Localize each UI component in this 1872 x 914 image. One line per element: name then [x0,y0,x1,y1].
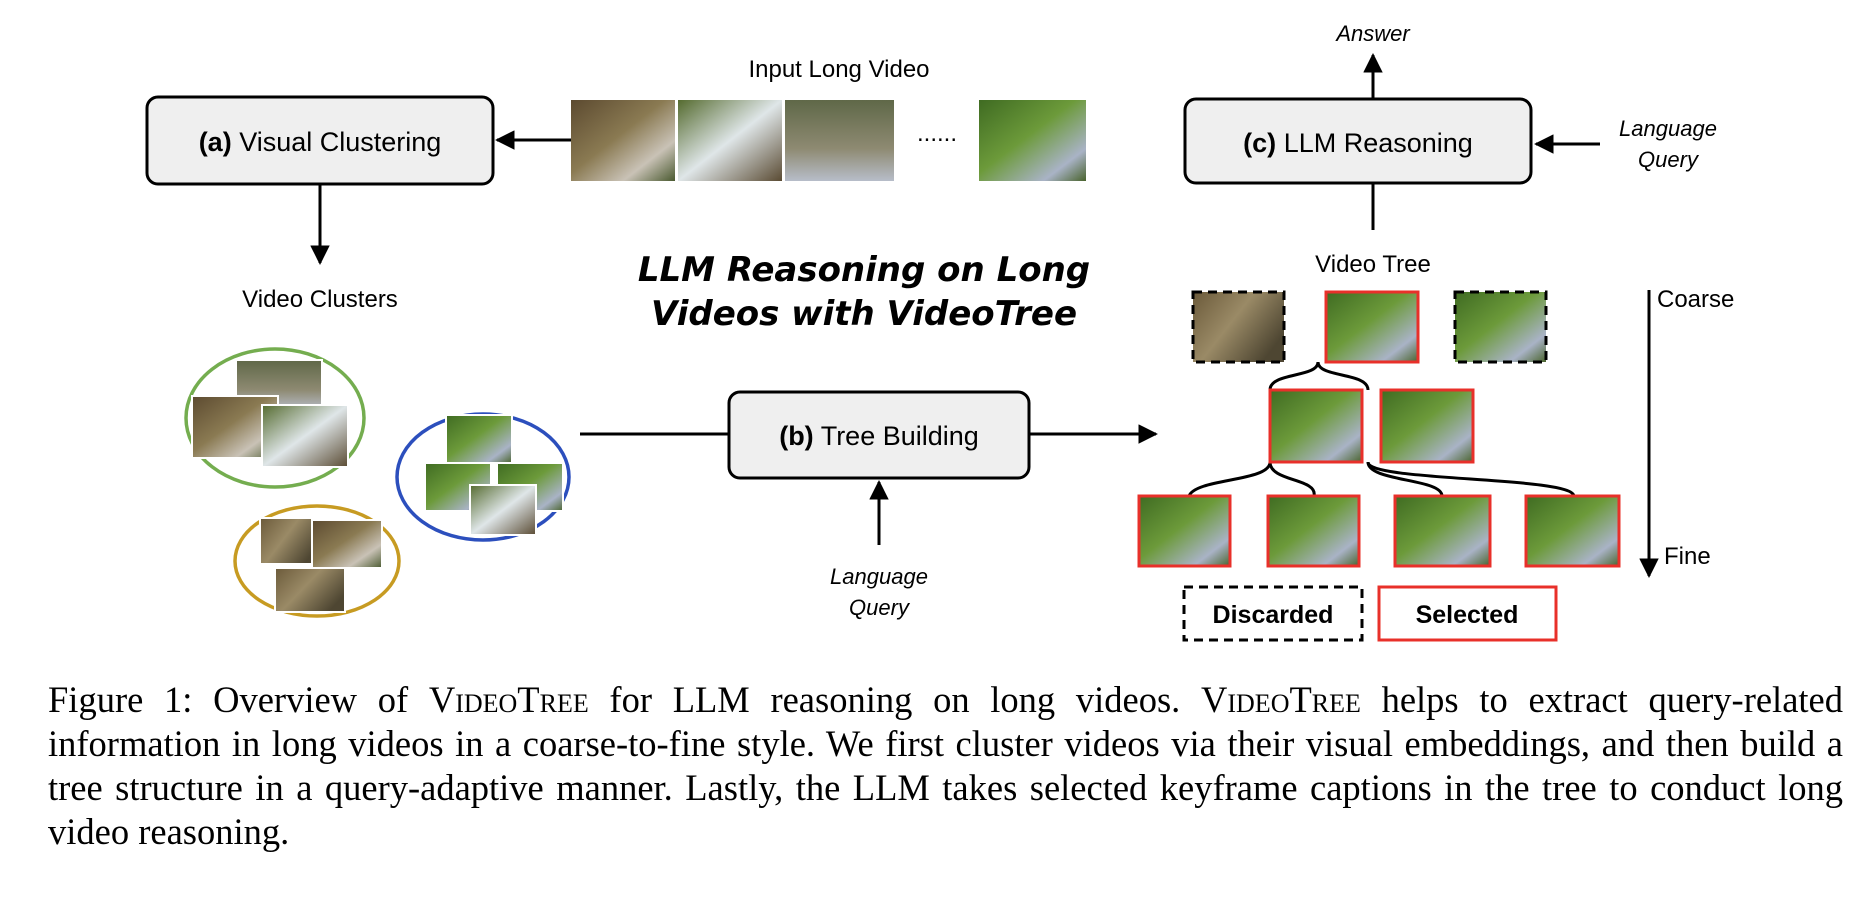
legend-selected-label: Selected [1416,601,1519,629]
tree-node-discarded-1 [1191,290,1286,364]
tree-building-tag: (b) [779,421,813,451]
video-tree-label: Video Tree [1315,251,1431,278]
svg-text:(b) Tree Building: (b) Tree Building [779,421,979,451]
videotree-diagram: (a) Visual Clustering Input Long Video .… [145,21,1734,642]
tree-edges [1187,361,1576,497]
visual-clustering-name: Visual Clustering [239,127,441,157]
tree-node-selected-leaf-1 [1137,494,1232,568]
visual-clustering-tag: (a) [199,127,232,157]
caption-part-3: helps to extract query-related informati… [48,679,1843,852]
legend-selected: Selected [1377,585,1558,642]
llm-reasoning-tag: (c) [1243,128,1276,158]
tree-node-selected-leaf-3 [1393,494,1492,568]
tree-query-line-1: Language [830,564,928,589]
cluster-gold [233,504,401,618]
input-frame-4 [979,100,1086,181]
caption-part-2: for LLM reasoning on long videos. [588,679,1202,720]
caption-name-2: VideoTree [1201,679,1361,720]
svg-text:(c) LLM Reasoning: (c) LLM Reasoning [1243,128,1473,158]
frames-ellipsis: ...... [917,120,957,147]
answer-label: Answer [1334,21,1411,46]
tree-node-selected-mid-2 [1379,388,1475,464]
tree-node-discarded-2 [1453,290,1548,364]
input-video-frames [571,100,1086,181]
tree-node-selected-mid-1 [1268,388,1364,464]
caption-part-1: Figure 1: Overview of [48,679,429,720]
svg-text:(a) Visual Clustering: (a) Visual Clustering [199,127,442,157]
tree-node-selected-root [1324,290,1420,364]
llm-reasoning-box: (c) LLM Reasoning [1183,97,1533,185]
tagline-line-2: Videos with VideoTree [651,294,1077,334]
caption-name-1: VideoTree [428,679,589,720]
cluster-blue [395,412,571,542]
input-frame-3 [785,100,894,181]
video-clusters-label: Video Clusters [242,286,398,313]
tree-node-selected-leaf-2 [1266,494,1361,568]
tree-building-box: (b) Tree Building [727,390,1031,480]
tree-query-line-2: Query [849,595,911,620]
tree-building-name: Tree Building [821,421,979,451]
cluster-green [184,347,366,489]
input-long-video-label: Input Long Video [748,56,929,83]
input-frame-2 [678,100,782,181]
figure-caption: Figure 1: Overview of VideoTree for LLM … [48,678,1843,854]
tagline-line-1: LLM Reasoning on Long [638,250,1090,290]
input-frame-1 [571,100,675,181]
fine-label: Fine [1664,543,1711,570]
coarse-label: Coarse [1657,286,1734,313]
tree-node-selected-leaf-4 [1524,494,1621,568]
reasoning-query-line-2: Query [1638,147,1700,172]
reasoning-query-line-1: Language [1619,116,1717,141]
legend-discarded: Discarded [1182,585,1364,642]
llm-reasoning-name: LLM Reasoning [1284,128,1473,158]
visual-clustering-box: (a) Visual Clustering [145,95,495,186]
legend-discarded-label: Discarded [1213,601,1334,629]
